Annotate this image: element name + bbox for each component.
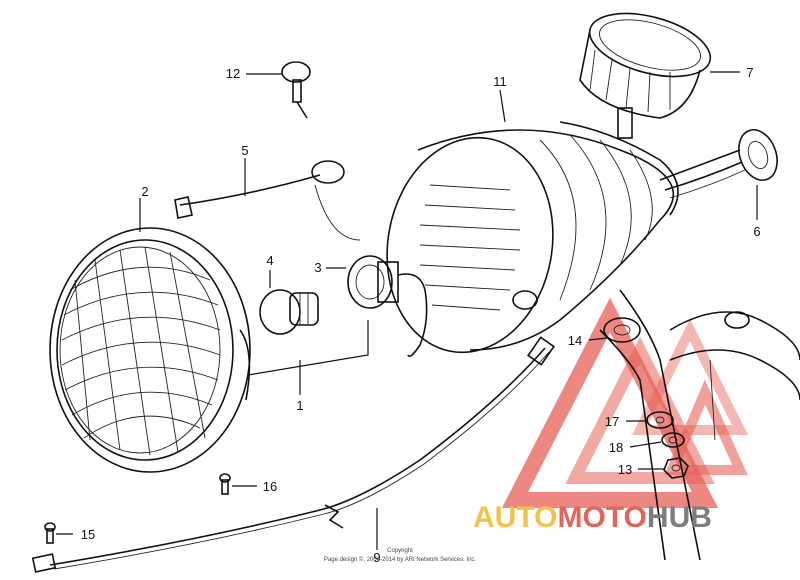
part-label-17: 17 <box>605 414 619 429</box>
speedometer-icon <box>579 12 712 139</box>
harness-connector-icon <box>659 129 778 199</box>
part-label-7: 7 <box>746 65 753 80</box>
rubber-cushion-14-icon <box>603 317 641 343</box>
screw-16-icon <box>219 473 231 495</box>
watermark-wordmark: AUTOMOTOHUB <box>473 501 712 534</box>
part-label-4: 4 <box>266 253 273 268</box>
watermark-part-hub: HUB <box>647 501 712 534</box>
watermark-logo-icon <box>501 297 749 508</box>
washer-18-icon <box>661 432 685 448</box>
part-label-13: 13 <box>618 462 632 477</box>
part-label-16: 16 <box>263 479 277 494</box>
part-label-3: 3 <box>314 260 321 275</box>
bulb-icon <box>259 289 319 335</box>
copyright-line-1: Copyright <box>387 548 413 554</box>
headlight-case <box>386 121 679 354</box>
part-label-12: 12 <box>226 66 240 81</box>
speedometer-cable-icon <box>31 336 555 573</box>
part-label-18: 18 <box>609 440 623 455</box>
watermark-part-moto: MOTO <box>557 501 646 534</box>
copyright-notice: Copyright Page design ©, 2004-2014 by AR… <box>324 548 477 563</box>
part-labels: 1 2 3 4 5 6 7 9 11 12 13 14 15 16 17 18 <box>81 65 761 565</box>
part-label-11: 11 <box>493 74 507 89</box>
screw-15-icon <box>44 522 56 544</box>
headlight-lens-unit <box>49 227 251 473</box>
copyright-line-2: Page design ©, 2004-2014 by ARI Network … <box>324 556 477 563</box>
part-label-14: 14 <box>568 333 582 348</box>
part-label-15: 15 <box>81 527 95 542</box>
leader-lines <box>56 71 758 550</box>
watermark-part-auto: AUTO <box>473 501 557 534</box>
part-label-2: 2 <box>141 184 148 199</box>
part-label-1: 1 <box>296 398 303 413</box>
pilot-lamp-cord-icon <box>174 160 361 241</box>
part-label-5: 5 <box>241 143 248 158</box>
screw-icon <box>281 61 311 119</box>
washer-17-icon <box>646 411 674 429</box>
bulb-socket-icon <box>347 255 428 358</box>
part-label-9: 9 <box>373 550 380 565</box>
part-label-6: 6 <box>753 224 760 239</box>
nut-13-icon <box>663 457 689 479</box>
